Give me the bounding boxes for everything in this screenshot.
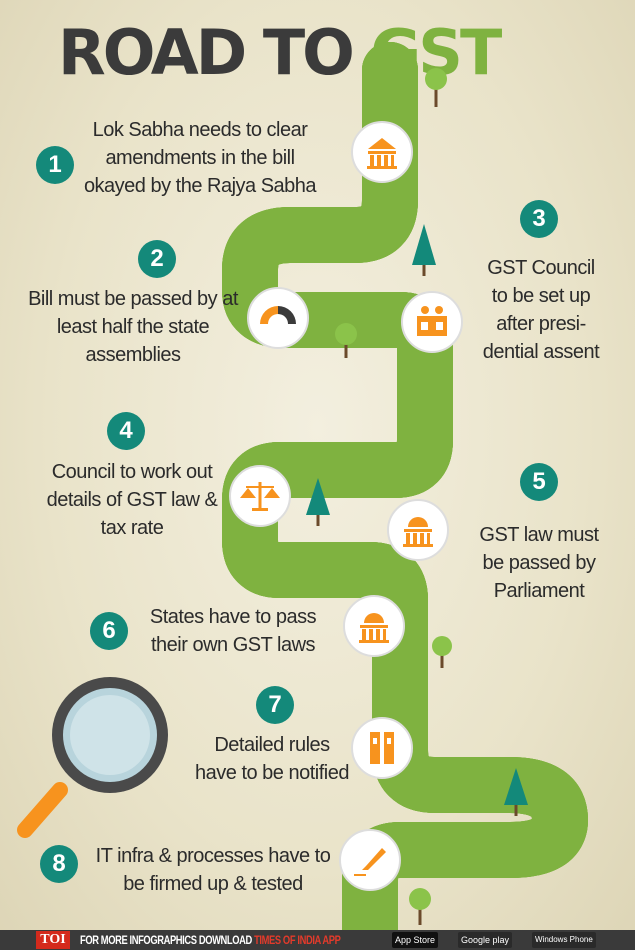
step-number-1: 1 (36, 146, 74, 184)
pen-icon (339, 829, 401, 891)
scales-icon (229, 465, 291, 527)
footer-text: FOR MORE INFOGRAPHICS DOWNLOAD TIMES OF … (80, 933, 341, 947)
binders-icon (351, 717, 413, 779)
toi-logo: TOI (36, 931, 70, 949)
parliament-dome-icon (387, 499, 449, 561)
step-number-2: 2 (138, 240, 176, 278)
step-number-7: 7 (256, 686, 294, 724)
step-text-4: Council to work out details of GST law &… (46, 461, 218, 539)
step-text-1: Lok Sabha needs to clear amendments in t… (83, 119, 317, 197)
tree-icon (432, 636, 452, 668)
step-number-3: 3 (520, 200, 558, 238)
step-number-6: 6 (90, 612, 128, 650)
step-text-2: Bill must be passed by at least half the… (28, 288, 238, 366)
step-number-8: 8 (40, 845, 78, 883)
tree-icon (306, 478, 330, 526)
step-text-5: GST law must be passed by Parliament (479, 524, 599, 602)
app-store-badge[interactable]: App Store (392, 932, 439, 948)
step-text-3: GST Council to be set up after presi-den… (482, 257, 600, 363)
google-play-badge[interactable]: Google play (458, 932, 513, 948)
trees (306, 68, 528, 925)
footer-banner: TOI FOR MORE INFOGRAPHICS DOWNLOAD TIMES… (0, 930, 635, 950)
tree-icon (504, 768, 528, 816)
page-title: ROAD TO GST (58, 16, 502, 89)
tree-icon (409, 888, 431, 925)
council-seats-icon (401, 291, 463, 353)
step-text-7: Detailed rules have to be notified (195, 734, 349, 784)
step-text-8: IT infra & processes have to be firmed u… (95, 845, 331, 895)
magnifier-icon (17, 677, 168, 838)
step-number-5: 5 (520, 463, 558, 501)
parliament-icon (351, 121, 413, 183)
tree-icon (335, 323, 357, 358)
step-text-6: States have to pass their own GST laws (149, 606, 317, 656)
tree-icon (412, 224, 436, 276)
gauge-icon (247, 287, 309, 349)
step-number-4: 4 (107, 412, 145, 450)
tree-icon (425, 68, 447, 107)
state-building-icon (343, 595, 405, 657)
step-icons (229, 121, 463, 891)
windows-phone-badge[interactable]: Windows Phone (532, 932, 596, 948)
